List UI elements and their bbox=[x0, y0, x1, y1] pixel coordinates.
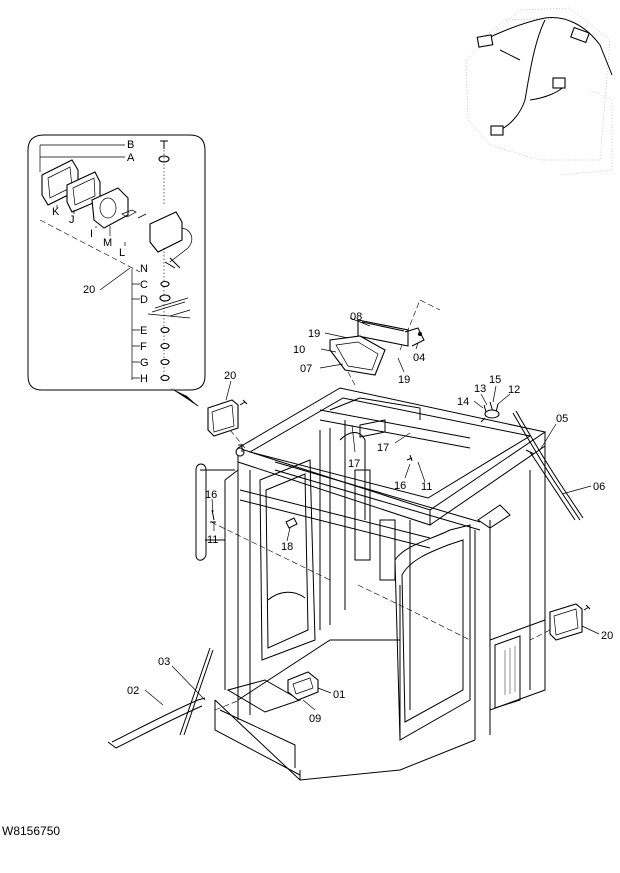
inset-label-K: K bbox=[52, 206, 60, 218]
locator-bracket bbox=[490, 125, 504, 136]
inset-label-A: A bbox=[127, 152, 135, 164]
callout-03: 03 bbox=[158, 656, 170, 668]
inset-label-L: L bbox=[119, 247, 125, 259]
callout-17-left: 17 bbox=[348, 458, 360, 470]
inset-detail: B A K J I M L N C D E F G H 20 bbox=[27, 134, 206, 407]
callout-07: 07 bbox=[300, 363, 312, 375]
dome-lamp bbox=[329, 319, 425, 376]
fastener-16-11 bbox=[210, 454, 413, 523]
drawing-code: W8156750 bbox=[2, 824, 60, 838]
wiper-left bbox=[107, 647, 214, 749]
work-lamp-upper bbox=[207, 399, 248, 457]
inset-label-G: G bbox=[140, 357, 149, 369]
callout-04: 04 bbox=[413, 352, 425, 364]
callout-17-right: 17 bbox=[377, 442, 389, 454]
callout-11-left: 11 bbox=[207, 534, 218, 546]
callout-13: 13 bbox=[474, 383, 486, 395]
callout-numbers: 20 08 19 10 07 04 19 13 15 12 14 05 06 2… bbox=[127, 311, 613, 725]
inset-assembly-label: 20 bbox=[83, 284, 95, 296]
work-lamp-right bbox=[549, 603, 591, 641]
callout-06: 06 bbox=[593, 481, 605, 493]
callout-15: 15 bbox=[489, 374, 501, 386]
inset-label-H: H bbox=[140, 373, 148, 385]
callout-10: 10 bbox=[293, 344, 305, 356]
callout-16-roof: 16 bbox=[394, 480, 406, 492]
callout-14: 14 bbox=[457, 396, 469, 408]
callout-20-upper: 20 bbox=[224, 370, 236, 382]
inset-label-F: F bbox=[140, 341, 147, 353]
locator-lamp-right bbox=[570, 26, 590, 44]
bracket-01 bbox=[287, 671, 319, 701]
callout-02: 02 bbox=[127, 685, 139, 697]
inset-label-N: N bbox=[140, 263, 148, 275]
inset-label-D: D bbox=[140, 294, 148, 306]
inset-label-E: E bbox=[140, 325, 147, 337]
cab-frame bbox=[195, 299, 551, 781]
inset-label-C: C bbox=[140, 279, 148, 291]
locator-lamp-left bbox=[476, 34, 494, 48]
callout-18: 18 bbox=[281, 541, 293, 553]
callout-19-lower: 19 bbox=[398, 374, 410, 386]
part-L-housing bbox=[149, 211, 183, 253]
callout-leaders bbox=[144, 317, 600, 711]
inset-label-I: I bbox=[90, 228, 93, 240]
callout-11-roof: 11 bbox=[421, 481, 432, 493]
callout-20-right: 20 bbox=[601, 630, 613, 642]
part-I-lamp-body bbox=[91, 187, 129, 229]
callout-12: 12 bbox=[508, 384, 520, 396]
callout-01: 01 bbox=[333, 689, 345, 701]
inset-label-J: J bbox=[69, 214, 75, 226]
locator-box bbox=[552, 77, 566, 89]
locator-sketch bbox=[465, 7, 613, 176]
callout-08: 08 bbox=[350, 311, 362, 323]
callout-05: 05 bbox=[556, 413, 568, 425]
inset-label-B: B bbox=[127, 139, 134, 151]
callout-09: 09 bbox=[309, 713, 321, 725]
bolt-set-12-15 bbox=[480, 401, 500, 423]
clip-18 bbox=[285, 517, 298, 529]
inset-label-M: M bbox=[103, 237, 112, 249]
wiper-right bbox=[512, 410, 584, 521]
callout-16-left: 16 bbox=[205, 489, 217, 501]
callout-19-upper: 19 bbox=[308, 328, 320, 340]
